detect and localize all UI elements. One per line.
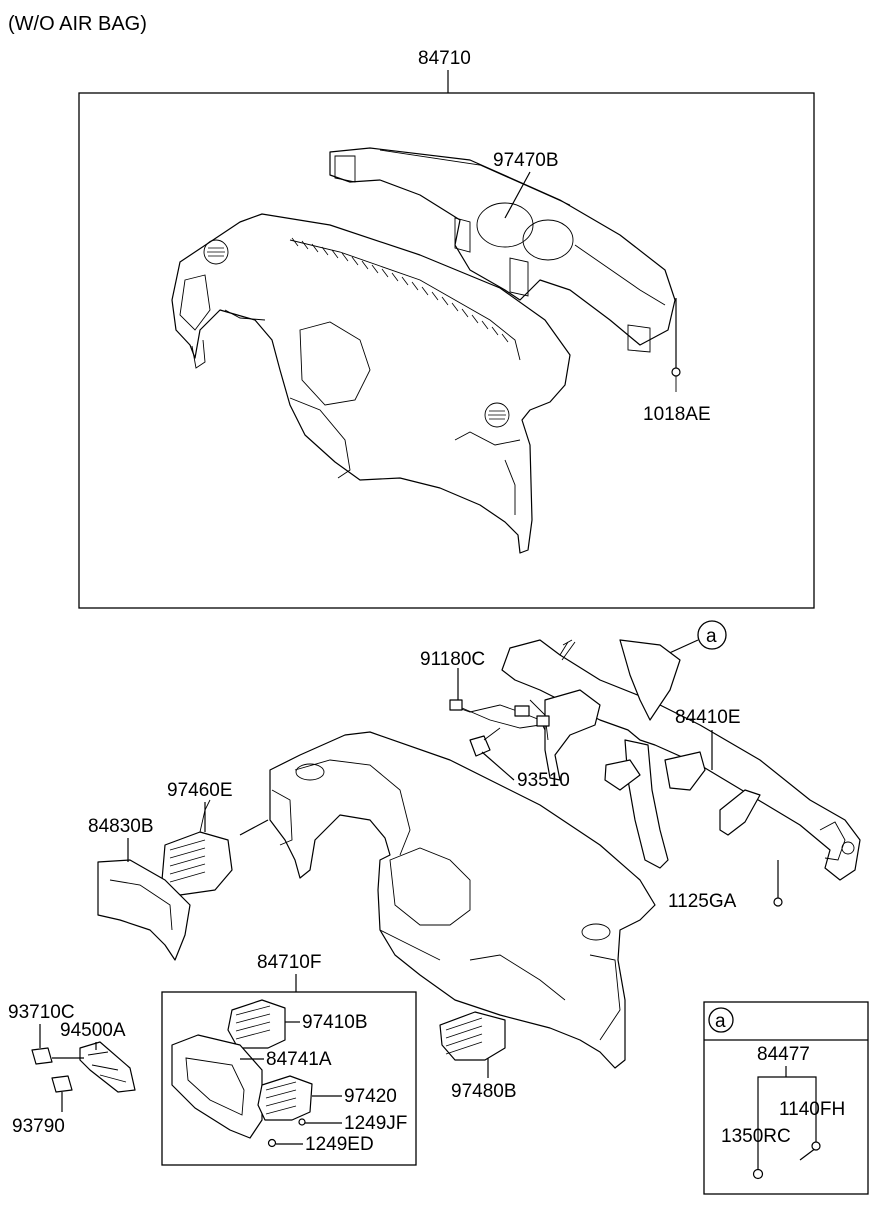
heater-duct-97470B	[329, 147, 676, 353]
label-1249ED[interactable]: 1249ED	[305, 1134, 374, 1155]
label-1249JF[interactable]: 1249JF	[344, 1113, 407, 1134]
callout-a-letter[interactable]: a	[706, 626, 717, 647]
air-vent-97410B	[227, 999, 286, 1049]
label-84710F[interactable]: 84710F	[257, 952, 321, 973]
detail-box-a	[703, 1001, 869, 1195]
detail-a-marker	[708, 1007, 734, 1033]
crash-pad-lower	[269, 731, 656, 1069]
detail-a-letter[interactable]: a	[715, 1011, 726, 1032]
screw-1125GA	[773, 860, 783, 907]
label-97470B[interactable]: 97470B	[493, 150, 559, 171]
label-97410B[interactable]: 97410B	[302, 1012, 368, 1033]
panel-cover-84830B	[97, 859, 191, 961]
label-97480B[interactable]: 97480B	[451, 1081, 517, 1102]
assembly-frame-84710	[78, 92, 815, 609]
wiring-harness-91180C	[449, 668, 550, 731]
label-84830B[interactable]: 84830B	[88, 816, 154, 837]
air-vent-97420	[257, 1075, 313, 1121]
label-84741A[interactable]: 84741A	[266, 1049, 332, 1070]
label-91180C[interactable]: 91180C	[420, 649, 485, 670]
center-fascia-84741A	[171, 1034, 263, 1139]
air-vent-97480B	[439, 1011, 506, 1061]
callout-a-marker	[697, 620, 727, 650]
label-84477[interactable]: 84477	[757, 1044, 810, 1065]
assembly-frame-84710F	[161, 991, 417, 1166]
label-97420[interactable]: 97420	[344, 1086, 397, 1107]
crash-pad-upper	[171, 213, 571, 554]
nut-1350RC	[752, 1168, 764, 1180]
screw-1249ED	[267, 1138, 277, 1148]
switch-group	[31, 1041, 136, 1093]
label-94500A[interactable]: 94500A	[60, 1020, 126, 1041]
diagram-title: (W/O AIR BAG)	[8, 13, 147, 35]
label-1125GA[interactable]: 1125GA	[668, 891, 737, 912]
label-1140FH[interactable]: 1140FH	[779, 1099, 845, 1120]
label-84710[interactable]: 84710	[418, 48, 471, 69]
label-93710C[interactable]: 93710C	[8, 1002, 75, 1023]
air-vent-97460E	[161, 799, 233, 896]
label-93790[interactable]: 93790	[12, 1116, 65, 1137]
bolt-1140FH	[799, 1141, 821, 1161]
label-84410E[interactable]: 84410E	[675, 707, 741, 728]
clip-1249JF	[298, 1118, 306, 1126]
screw-1018AE	[671, 298, 681, 392]
sensor-93510	[469, 727, 501, 757]
label-1018AE[interactable]: 1018AE	[643, 404, 711, 425]
label-97460E[interactable]: 97460E	[167, 780, 233, 801]
label-93510[interactable]: 93510	[517, 770, 570, 791]
cowl-cross-bar-84410E	[501, 639, 861, 881]
label-1350RC[interactable]: 1350RC	[721, 1126, 791, 1147]
